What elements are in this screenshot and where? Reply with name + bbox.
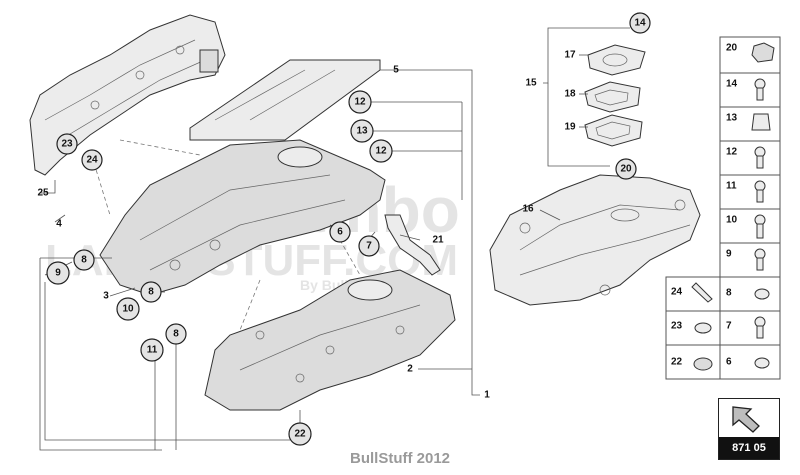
reference-box: 871 05 <box>718 398 780 460</box>
callout-10[interactable]: 10 <box>116 297 140 321</box>
table-row[interactable]: 11 <box>719 174 781 210</box>
svg-text:11: 11 <box>726 181 737 192</box>
table-row[interactable]: 9 <box>719 242 781 278</box>
label-21[interactable]: 21 <box>432 235 444 246</box>
lower-trim-panel-part <box>204 269 456 411</box>
svg-text:10: 10 <box>726 215 738 226</box>
table-row[interactable]: 14 <box>719 72 781 108</box>
callout-11[interactable]: 11 <box>140 338 164 362</box>
gasket-19-part <box>584 114 643 147</box>
label-5[interactable]: 5 <box>393 65 399 76</box>
callout-8-c[interactable]: 8 <box>165 323 187 345</box>
label-2[interactable]: 2 <box>407 364 413 375</box>
label-15[interactable]: 15 <box>525 78 537 89</box>
rear-frame-part <box>489 174 701 306</box>
svg-text:12: 12 <box>375 146 387 157</box>
callout-12-top[interactable]: 12 <box>348 90 372 114</box>
svg-text:13: 13 <box>726 113 738 124</box>
callout-18[interactable]: 18 <box>564 89 576 100</box>
parts-table-right: 20 14 13 12 11 10 9 8 7 6 <box>719 36 781 380</box>
svg-text:7: 7 <box>366 241 372 252</box>
gasket-18-part <box>584 81 641 113</box>
table-row[interactable]: 8 <box>719 276 781 312</box>
svg-text:6: 6 <box>726 357 732 368</box>
callout-6[interactable]: 6 <box>329 221 351 243</box>
svg-text:12: 12 <box>726 147 738 158</box>
callout-8-b[interactable]: 8 <box>140 281 162 303</box>
callout-17[interactable]: 17 <box>564 50 576 61</box>
svg-text:12: 12 <box>354 97 366 108</box>
callout-9[interactable]: 9 <box>46 261 70 285</box>
label-1[interactable]: 1 <box>484 390 490 401</box>
callout-20[interactable]: 20 <box>615 158 637 180</box>
callout-23[interactable]: 23 <box>56 133 78 155</box>
table-row[interactable]: 24 <box>665 276 721 312</box>
svg-text:7: 7 <box>726 321 732 332</box>
svg-text:9: 9 <box>726 249 732 260</box>
callout-8-a[interactable]: 8 <box>73 249 95 271</box>
rear-shelf-panel-part <box>99 139 386 296</box>
svg-text:19: 19 <box>564 122 576 133</box>
callout-22[interactable]: 22 <box>288 422 312 446</box>
svg-text:10: 10 <box>122 304 134 315</box>
label-16[interactable]: 16 <box>522 204 534 215</box>
svg-text:11: 11 <box>147 345 158 356</box>
svg-text:20: 20 <box>726 43 738 54</box>
svg-text:17: 17 <box>564 50 576 61</box>
callout-19[interactable]: 19 <box>564 122 576 133</box>
arrow-icon <box>732 406 760 433</box>
table-row[interactable]: 7 <box>719 310 781 346</box>
svg-text:8: 8 <box>173 329 179 340</box>
table-row[interactable]: 12 <box>719 140 781 176</box>
assembly-dashed-lines <box>89 139 361 331</box>
svg-text:20: 20 <box>620 164 632 175</box>
label-4[interactable]: 4 <box>56 219 62 230</box>
callout-14[interactable]: 14 <box>629 12 651 34</box>
svg-text:6: 6 <box>337 227 343 238</box>
callout-13[interactable]: 13 <box>350 119 374 143</box>
svg-text:14: 14 <box>634 18 646 29</box>
svg-text:14: 14 <box>726 79 738 90</box>
footer-credit: BullStuff 2012 <box>349 450 451 467</box>
rear-crossmember-part <box>29 14 226 176</box>
table-row[interactable]: 13 <box>719 106 781 142</box>
parts-table-left: 24 23 22 <box>665 276 721 380</box>
svg-text:23: 23 <box>61 139 73 150</box>
callout-7[interactable]: 7 <box>358 235 380 257</box>
bracket-part <box>384 214 441 276</box>
table-row[interactable]: 22 <box>665 344 721 380</box>
svg-text:23: 23 <box>671 321 683 332</box>
table-row[interactable]: 20 <box>719 36 781 74</box>
svg-text:18: 18 <box>564 89 576 100</box>
svg-text:8: 8 <box>726 288 732 299</box>
gasket-17-part <box>587 44 646 76</box>
svg-text:22: 22 <box>294 429 306 440</box>
svg-text:24: 24 <box>671 287 683 298</box>
svg-text:9: 9 <box>55 268 61 279</box>
table-row[interactable]: 23 <box>665 310 721 346</box>
callout-24[interactable]: 24 <box>81 149 103 171</box>
svg-text:22: 22 <box>671 357 683 368</box>
reference-code: 871 05 <box>719 437 779 459</box>
callout-12-mid[interactable]: 12 <box>369 139 393 163</box>
svg-text:24: 24 <box>86 155 98 166</box>
label-25[interactable]: 25 <box>37 188 49 199</box>
table-row[interactable]: 6 <box>719 344 781 380</box>
label-3[interactable]: 3 <box>103 291 109 302</box>
svg-text:13: 13 <box>356 126 368 137</box>
svg-text:8: 8 <box>81 255 87 266</box>
table-row[interactable]: 10 <box>719 208 781 244</box>
svg-text:8: 8 <box>148 287 154 298</box>
